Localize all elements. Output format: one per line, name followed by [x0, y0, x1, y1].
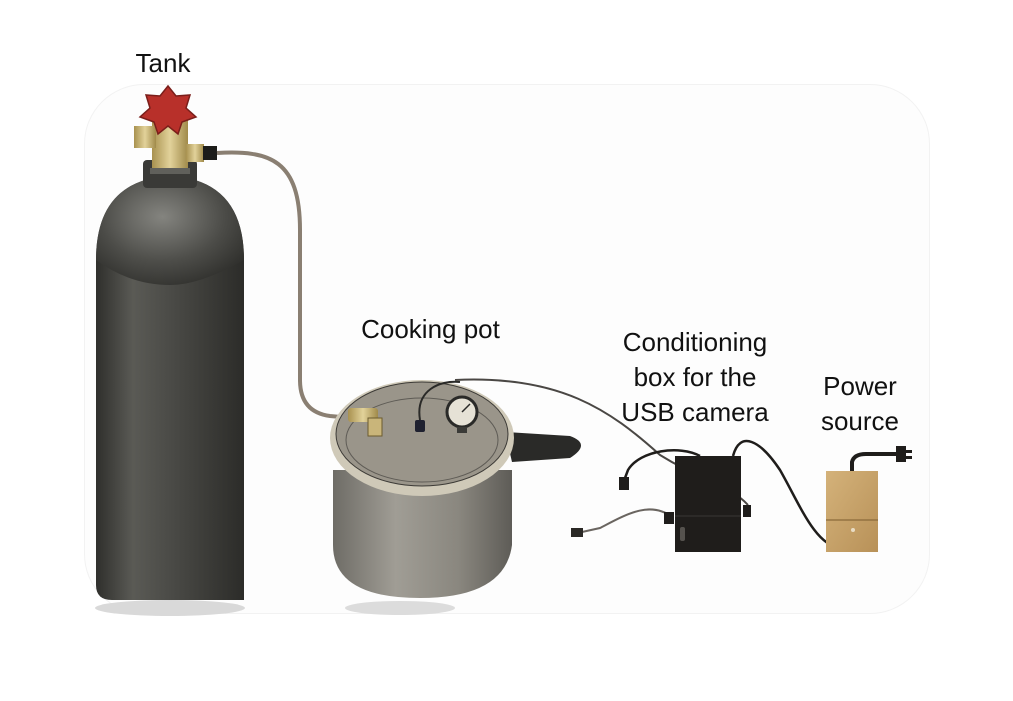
label-tank: Tank — [135, 48, 191, 78]
pot-reflection — [345, 601, 455, 615]
camera-port — [415, 420, 425, 432]
power-source — [826, 446, 912, 552]
cooking-pot — [330, 380, 581, 615]
valve-outlet — [186, 144, 204, 162]
usb-plug-icon — [619, 477, 629, 490]
camera-connector-icon — [571, 528, 583, 537]
box-switch — [680, 527, 685, 541]
tank-reflection — [95, 600, 245, 616]
valve-knob-icon — [138, 84, 198, 136]
pot-body — [333, 470, 512, 598]
conditioning-box — [571, 449, 751, 552]
hose-fitting — [203, 146, 217, 160]
tank-dome — [96, 180, 244, 285]
label-cooking-pot: Cooking pot — [361, 314, 500, 344]
power-source-body — [826, 471, 878, 552]
valve-side-port — [134, 126, 156, 148]
gas-hose — [216, 150, 353, 420]
tank-cylinder — [96, 180, 244, 600]
label-power-source: Power source — [820, 371, 900, 436]
conditioning-box-body — [675, 456, 741, 552]
tank — [95, 84, 245, 616]
power-plug-icon — [896, 446, 906, 462]
label-conditioning-box: Conditioning box for the USB camera — [621, 327, 769, 427]
pot-handle — [505, 432, 581, 462]
power-cord — [850, 452, 898, 471]
